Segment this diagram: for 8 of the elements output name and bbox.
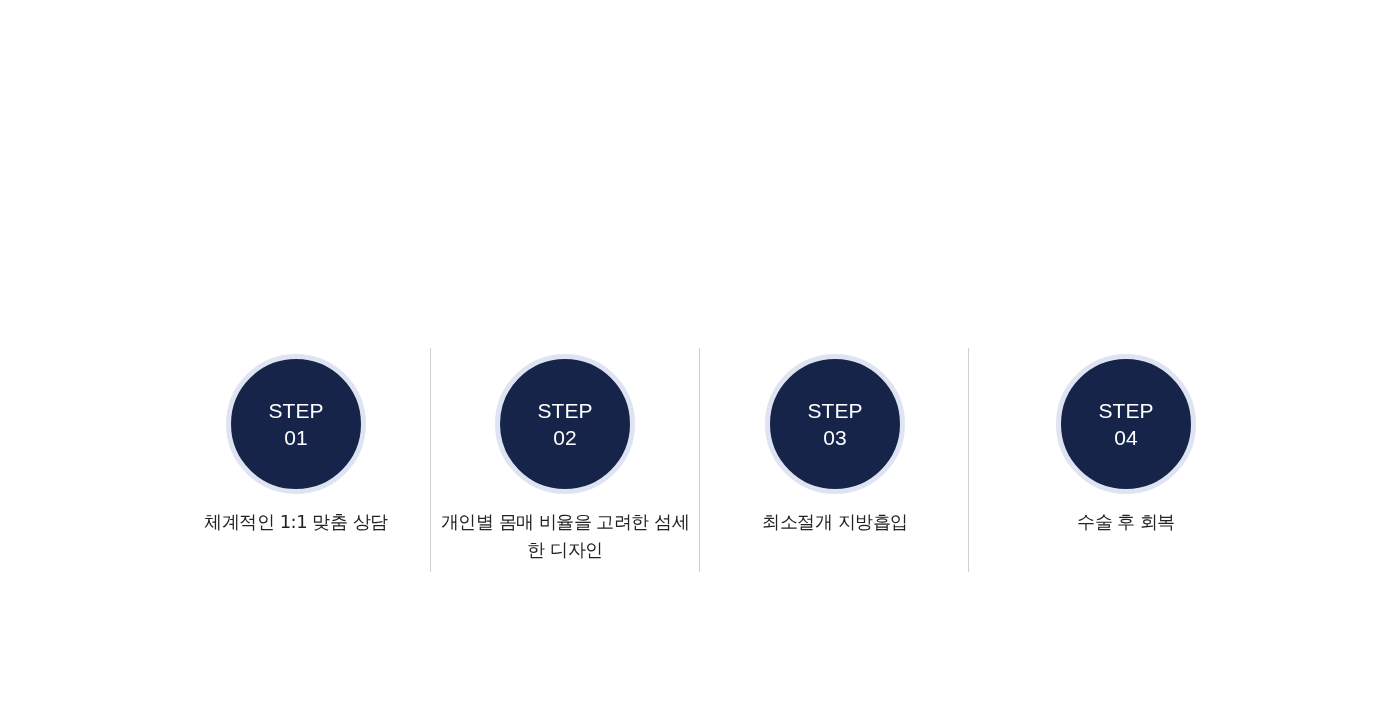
- step-label: STEP 02: [536, 398, 594, 451]
- step-caption: 최소절개 지방흡입: [761, 510, 909, 534]
- step-caption: 개인별 몸매 비율을 고려한 섬세한 디자인: [440, 510, 690, 562]
- step-label: STEP 01: [267, 398, 325, 451]
- step-caption: 체계적인 1:1 맞춤 상담: [203, 510, 389, 534]
- step-caption: 수술 후 회복: [1076, 510, 1176, 534]
- step-label: STEP 03: [806, 398, 864, 451]
- step-label: STEP 04: [1097, 398, 1155, 451]
